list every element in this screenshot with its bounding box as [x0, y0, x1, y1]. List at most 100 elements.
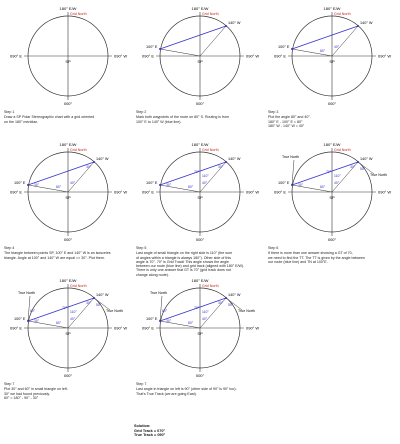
label-pt-a: 100° E — [278, 45, 290, 49]
label-top: 180° E/W — [60, 6, 77, 11]
label-bottom: 000° — [196, 373, 205, 378]
label-right: 090° W — [246, 326, 259, 331]
radial-100e — [27, 320, 69, 329]
step-title: Step 4 — [4, 246, 15, 250]
step-panel-8: 180° E/W Grid North 090° W 090° E 000° S… — [136, 276, 264, 424]
label-pt-a: 100° E — [146, 45, 158, 49]
angle-40: 40° — [202, 317, 208, 321]
caption-line: Plot 30° and 60° in small triangle on le… — [4, 387, 68, 392]
label-true-north-a: True North — [150, 291, 167, 295]
route-line — [291, 25, 359, 50]
radial-100e — [27, 184, 69, 193]
step-title: Step 5 — [136, 246, 147, 250]
label-right: 090° W — [114, 190, 127, 195]
angle-50: 50° — [228, 303, 234, 307]
label-bottom: 000° — [64, 237, 73, 242]
caption-line: on the 180° meridian. — [4, 119, 39, 124]
label-right: 090° W — [246, 54, 259, 59]
label-grid-north: Grid North — [202, 284, 219, 288]
label-sp: SP — [65, 195, 71, 200]
route-layer: 100° E 140° W — [278, 21, 373, 57]
caption-line: 100° E to 140° W (blue line). — [136, 119, 182, 124]
angles-110-70: 110° 70° — [326, 170, 341, 178]
angles-30: 30° 30° — [34, 165, 92, 187]
polar-chart: 180° E/W Grid North 090° W 090° E 000° S… — [274, 6, 391, 106]
polar-chart: 180° E/W Grid North 090° W 090° E 000° S… — [142, 142, 259, 242]
angle-80: 80° — [188, 321, 194, 325]
label-right: 090° W — [114, 54, 127, 59]
angle-50: 50° — [360, 167, 366, 171]
step-title: Step 6 — [268, 246, 279, 250]
caption-line: Plot the angle 80° and 40°. — [268, 115, 311, 120]
caption-line: we need to find the TT. The TT is given … — [268, 255, 366, 260]
angle-30-right: 30° — [218, 165, 224, 169]
route-line — [291, 161, 359, 186]
label-right: 090° W — [246, 190, 259, 195]
angles-110-70: 110° 70° — [62, 306, 77, 314]
label-sp: SP — [197, 195, 203, 200]
angle-70: 70° — [194, 170, 200, 174]
radial-100e — [159, 320, 201, 329]
waypoint-140w — [93, 161, 95, 163]
waypoint-100e — [159, 48, 161, 50]
radial-140w — [67, 161, 95, 193]
angles-30: 30° 30° — [166, 165, 224, 187]
angle-80: 80° — [320, 185, 326, 189]
caption-line: 30° we had found previously. — [4, 391, 50, 396]
label-true-north-b: True North — [238, 309, 255, 313]
label-pt-b: 140° W — [360, 157, 373, 161]
radial-100e — [159, 184, 201, 193]
angle-50-layer: 50° — [96, 303, 102, 307]
angles-30: 30° 30° — [34, 301, 92, 323]
chart-frame: 180° E/W Grid North 090° W 090° E 000° S… — [10, 278, 127, 378]
angle-70: 70° — [326, 170, 332, 174]
angle-80: 80° — [320, 49, 326, 53]
polar-chart: 180° E/W Grid North 090° W 090° E 000° S… — [10, 6, 127, 106]
chart-frame: 180° E/W Grid North 090° W 090° E 000° S… — [10, 6, 127, 106]
solution-title: Solution: — [134, 424, 151, 428]
waypoint-100e — [27, 184, 29, 186]
angle-30-right: 30° — [86, 165, 92, 169]
label-pt-a: 100° E — [278, 181, 290, 185]
chart-frame: 180° E/W Grid North 090° W 090° E 000° S… — [274, 6, 391, 106]
label-left: 090° E — [10, 190, 22, 195]
route-line — [27, 297, 95, 322]
radial-100e — [291, 184, 333, 193]
label-left: 090° E — [274, 54, 286, 59]
polar-chart: 180° E/W Grid North 090° W 090° E 000° S… — [10, 278, 127, 378]
angle-50-layer: 50° — [360, 167, 366, 171]
caption-line: 60° = 180° - 90° - 30° — [4, 395, 39, 400]
label-pt-a: 100° E — [14, 181, 26, 185]
caption-line: between our route (blue line) and grid t… — [136, 264, 245, 269]
label-sp: SP — [329, 195, 335, 200]
label-grid-north: Grid North — [202, 148, 219, 152]
angle-110: 110° — [202, 174, 209, 178]
label-right: 090° W — [378, 190, 391, 195]
label-bottom: 000° — [196, 101, 205, 106]
true-north-arrow-a — [27, 295, 31, 322]
label-grid-north: Grid North — [202, 12, 219, 16]
radial-140w — [199, 25, 227, 57]
label-grid-north: Grid North — [334, 148, 351, 152]
polar-chart: 180° E/W Grid North 090° W 090° E 000° S… — [142, 278, 259, 378]
angles-110-70: 110° 70° — [194, 306, 209, 314]
waypoint-100e — [291, 48, 293, 50]
label-sp: SP — [65, 331, 71, 336]
angle-70: 70° — [62, 306, 68, 310]
label-top: 180° E/W — [324, 142, 341, 147]
waypoint-140w — [357, 25, 359, 27]
caption-line: our route (blue line) and TN at 100°E. — [268, 259, 328, 264]
angle-40: 40° — [334, 181, 340, 185]
angle-30-left: 30° — [298, 183, 304, 187]
angle-80: 80° — [188, 185, 194, 189]
route-layer: 100° E 140° W — [278, 157, 373, 193]
chart-frame: 180° E/W Grid North 090° W 090° E 000° S… — [142, 142, 259, 242]
angle-50: 50° — [96, 303, 102, 307]
label-true-north-b: True North — [106, 309, 123, 313]
label-grid-north: Grid North — [334, 12, 351, 16]
angle-40: 40° — [334, 45, 340, 49]
label-pt-b: 140° W — [96, 293, 109, 297]
